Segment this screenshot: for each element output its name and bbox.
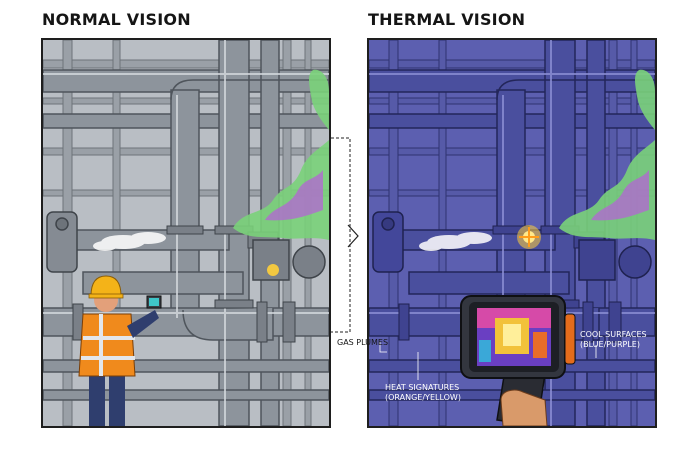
hand-icon <box>500 389 548 426</box>
gas-plumes-callout: GAS PLUMES <box>337 338 389 347</box>
gas-cloud-icon <box>233 69 329 240</box>
cool-surfaces-callout: COOL SURFACES <box>580 330 647 339</box>
heat-flare-icon <box>267 264 279 276</box>
heat-signatures-callout: HEAT SIGNATURES <box>385 383 460 392</box>
steam-icon <box>93 232 166 251</box>
thermal-vision-heading: THERMAL VISION <box>368 10 526 29</box>
steam-icon <box>419 232 492 251</box>
heat-signatures-colors-callout: (ORANGE/YELLOW) <box>385 393 461 402</box>
valve <box>252 239 326 281</box>
worker-figure <box>78 275 162 426</box>
thermal-camera-icon <box>460 295 576 426</box>
cool-surfaces-colors-callout: (BLUE/PURPLE) <box>580 340 640 349</box>
hard-hat-icon <box>90 275 122 297</box>
gas-cloud-icon <box>559 69 655 240</box>
valve-thermal <box>578 239 652 281</box>
thermal-vision-scene <box>369 40 655 426</box>
normal-vision-panel <box>41 38 331 428</box>
thermal-vision-panel <box>367 38 657 428</box>
normal-vision-heading: NORMAL VISION <box>42 10 191 29</box>
heat-flare-icon <box>517 225 541 249</box>
normal-vision-scene <box>43 40 329 426</box>
